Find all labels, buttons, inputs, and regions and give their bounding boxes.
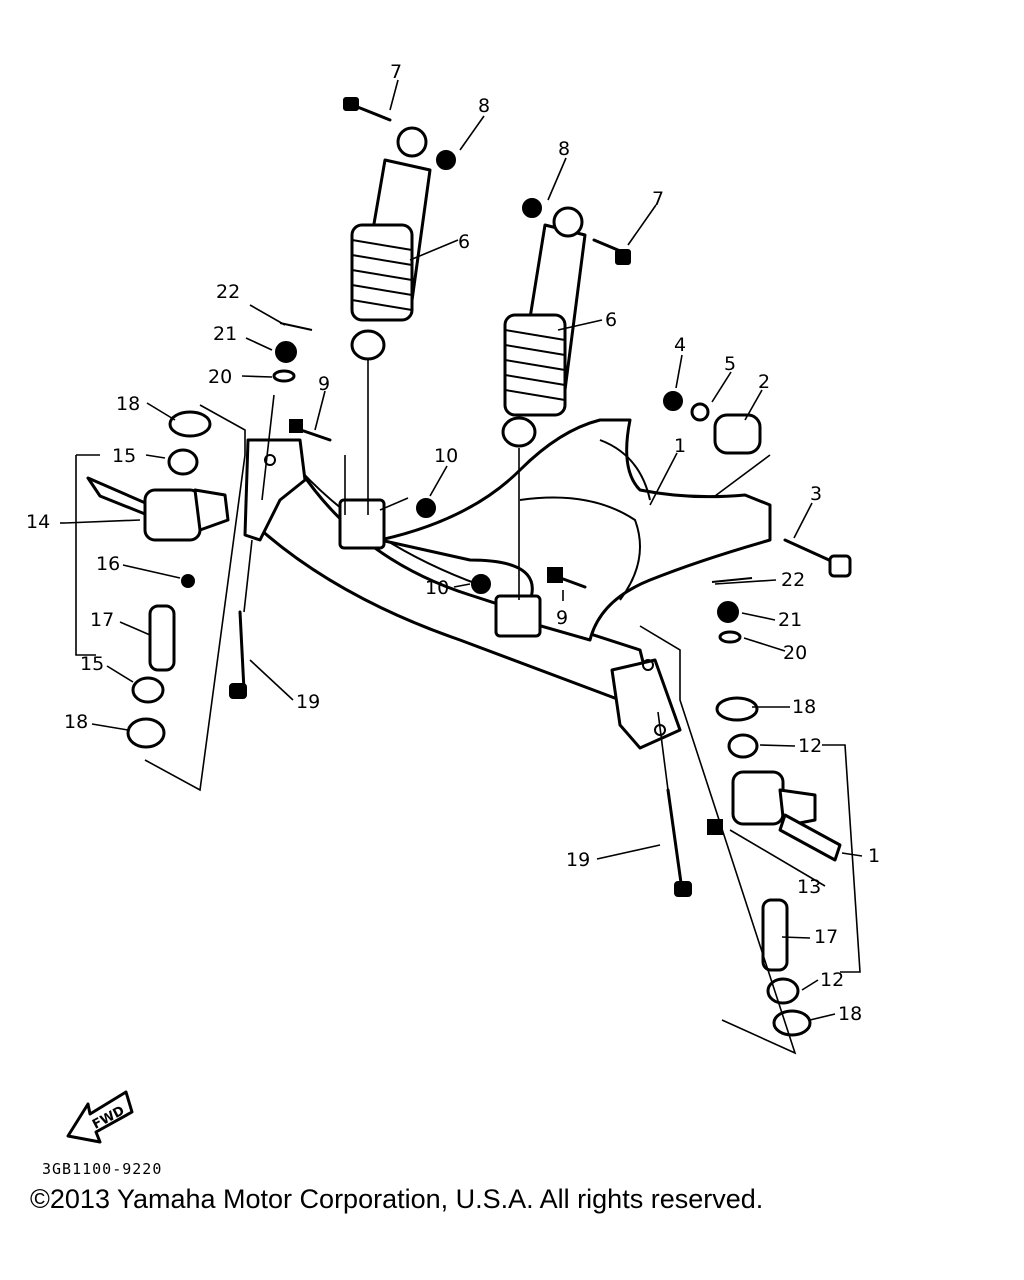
callout-8: 8 <box>478 95 490 117</box>
callout-1: 1 <box>674 435 686 457</box>
callout-7: 7 <box>390 61 402 83</box>
callout-13: 13 <box>797 876 821 898</box>
callout-9: 9 <box>556 607 568 629</box>
callout-17: 17 <box>90 609 114 631</box>
callout-19: 19 <box>566 849 590 871</box>
callout-12: 12 <box>798 735 822 757</box>
callout-21: 21 <box>778 609 802 631</box>
callout-20: 20 <box>208 366 232 388</box>
callout-18: 18 <box>838 1003 862 1025</box>
callout-1: 1 <box>868 845 880 867</box>
callout-6: 6 <box>605 309 617 331</box>
callout-2: 2 <box>758 371 770 393</box>
part-code: 3GB1100-9220 <box>42 1160 163 1178</box>
callout-labels: 7 8 8 7 6 6 4 5 2 1 3 22 21 20 18 12 1 1… <box>26 61 880 1025</box>
right-knuckle-assembly <box>666 696 842 1037</box>
callout-9: 9 <box>318 373 330 395</box>
callout-8: 8 <box>558 138 570 160</box>
callout-4: 4 <box>674 334 686 356</box>
callout-7: 7 <box>652 188 664 210</box>
hardware <box>272 97 852 644</box>
shock-absorber-right <box>501 206 587 448</box>
callout-10: 10 <box>434 445 458 467</box>
callout-18: 18 <box>792 696 816 718</box>
callout-22: 22 <box>781 569 805 591</box>
callout-15: 15 <box>112 445 136 467</box>
callout-14: 14 <box>26 511 50 533</box>
callout-18: 18 <box>116 393 140 415</box>
callout-3: 3 <box>810 483 822 505</box>
callout-22: 22 <box>216 281 240 303</box>
left-knuckle-assembly <box>86 410 247 749</box>
fwd-arrow-icon: FWD <box>66 1090 134 1144</box>
callout-15: 15 <box>80 653 104 675</box>
callout-12: 12 <box>820 969 844 991</box>
bracket-lines <box>75 360 861 1055</box>
shock-absorber-left <box>350 126 432 361</box>
a-arm-frame <box>243 418 772 750</box>
callout-21: 21 <box>213 323 237 345</box>
callout-19: 19 <box>296 691 320 713</box>
callout-16: 16 <box>96 553 120 575</box>
callout-20: 20 <box>783 642 807 664</box>
copyright-notice: ©2013 Yamaha Motor Corporation, U.S.A. A… <box>30 1184 764 1214</box>
callout-18: 18 <box>64 711 88 733</box>
callout-5: 5 <box>724 353 736 375</box>
callout-17: 17 <box>814 926 838 948</box>
callout-6: 6 <box>458 231 470 253</box>
callout-10: 10 <box>425 577 449 599</box>
callout-leaders <box>60 79 863 1021</box>
